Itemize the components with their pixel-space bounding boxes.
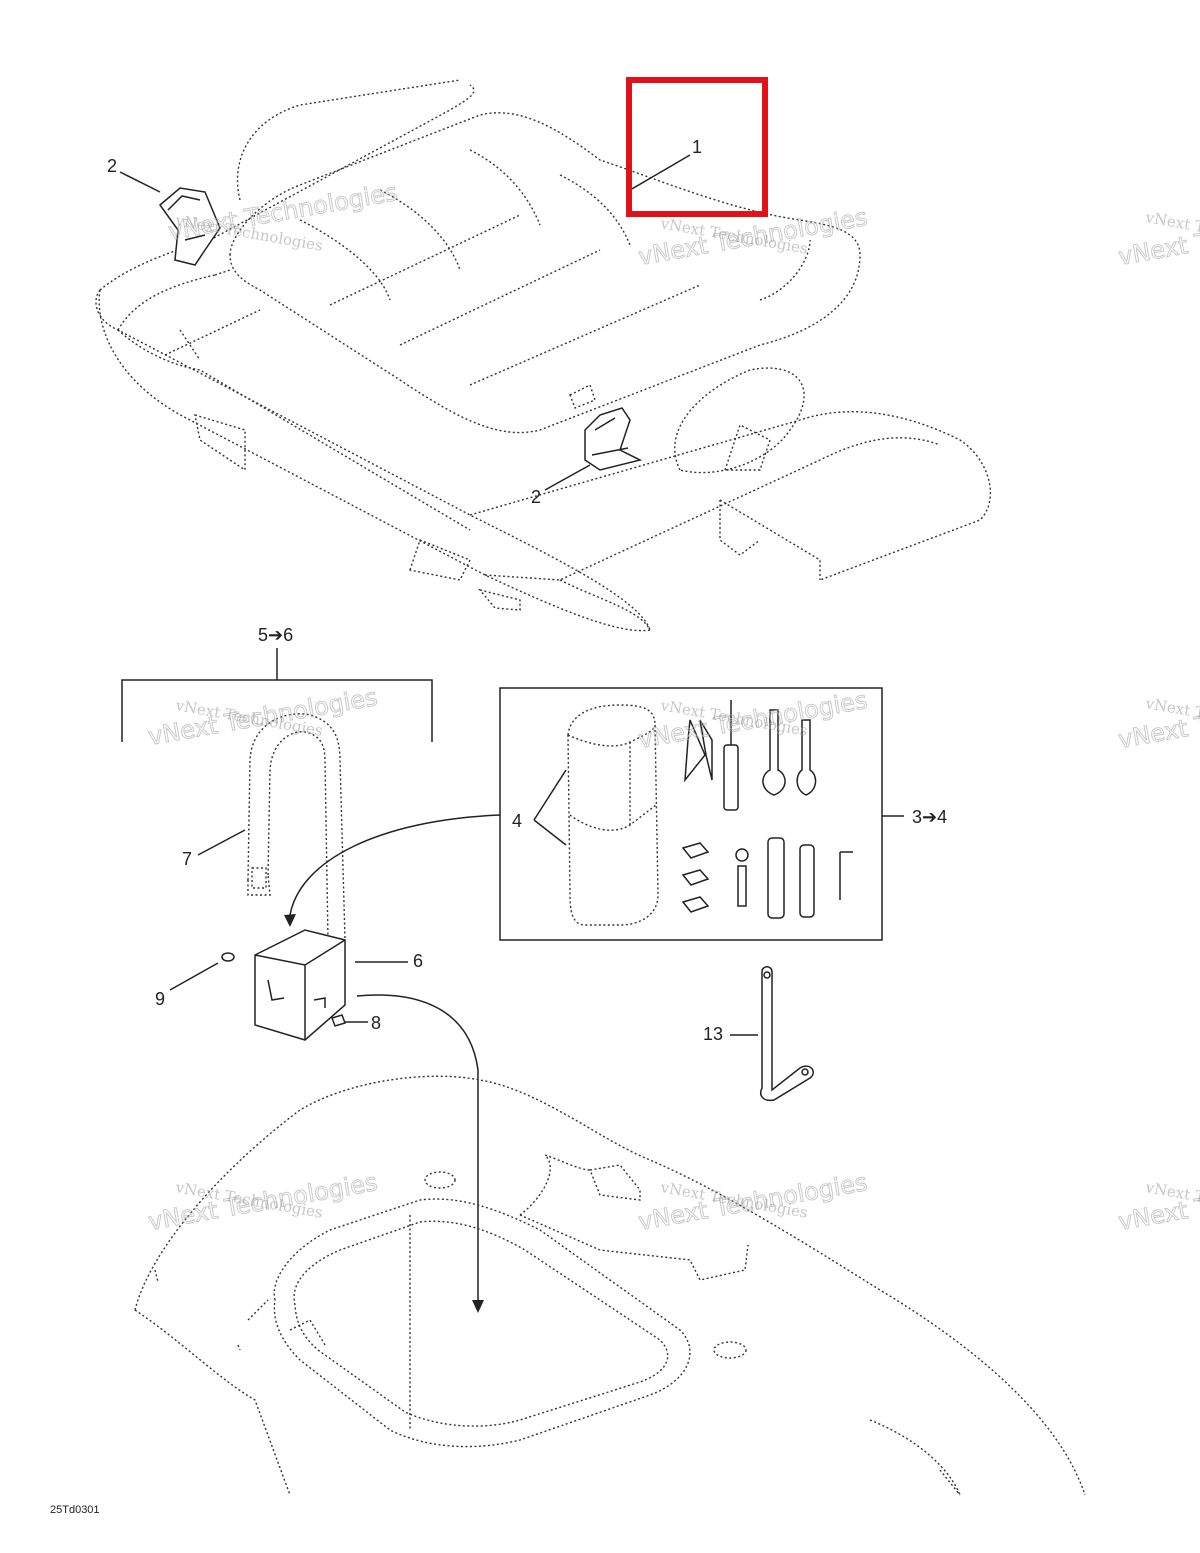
watermarks: vNext Technologies vNext Technologies vN… [146, 178, 1200, 1237]
figure-code: 25Td0301 [50, 1504, 100, 1516]
callouts: 2 1 2 5➔6 4 3➔4 7 6 9 8 13 [107, 137, 947, 1044]
tool-kit-box [499, 687, 904, 941]
callout-9: 9 [155, 989, 165, 1009]
seat-latch-left [158, 187, 221, 266]
seat-latch-right [584, 407, 643, 471]
holder-box [221, 929, 346, 1041]
seat-frame [95, 79, 992, 632]
highlight-box [626, 77, 768, 217]
callout-4: 4 [512, 811, 522, 831]
vehicle-body-lower [134, 1075, 1086, 1496]
callout-7: 7 [182, 849, 192, 869]
callout-2-upper: 2 [107, 156, 117, 176]
tool-holder-bracket-bracket-line [121, 648, 433, 742]
tools [681, 700, 853, 919]
tool-bag [533, 704, 659, 926]
strap [247, 713, 346, 941]
seat [229, 112, 861, 434]
callout-5-6: 5➔6 [258, 625, 293, 645]
callout-1: 1 [692, 137, 702, 157]
lever-tool [760, 966, 814, 1102]
callout-8: 8 [371, 1013, 381, 1033]
leader-lines [119, 154, 758, 1036]
callout-13: 13 [703, 1024, 723, 1044]
arrows [284, 814, 501, 1313]
callout-3-4: 3➔4 [912, 807, 947, 827]
callout-6: 6 [413, 951, 423, 971]
callout-2-lower: 2 [531, 487, 541, 507]
